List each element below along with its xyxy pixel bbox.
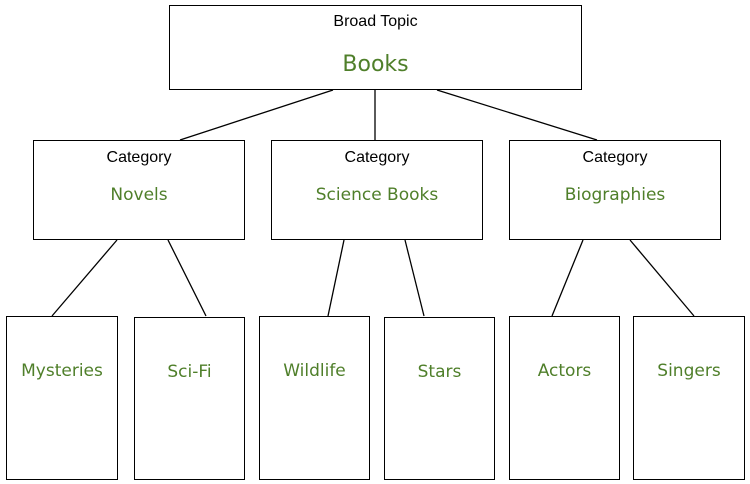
category-heading: Category <box>582 149 648 166</box>
subtopic-name-scifi: Sci-Fi <box>167 362 212 382</box>
category-heading: Category <box>106 149 172 166</box>
category-box-science-books: Category Science Books <box>271 140 483 240</box>
category-name-science-books: Science Books <box>315 185 439 205</box>
category-heading: Category <box>344 149 410 166</box>
subtopic-name-singers: Singers <box>657 361 721 381</box>
subtopic-name-actors: Actors <box>537 361 592 381</box>
subtopic-name-wildlife: Wildlife <box>283 361 346 381</box>
category-box-novels: Category Novels <box>33 140 245 240</box>
subtopic-box-singers: Singers <box>633 316 745 480</box>
subtopic-box-actors: Actors <box>509 316 620 480</box>
connector-books-biographies <box>436 89 598 141</box>
connector-biographies-singers <box>629 239 695 317</box>
connector-novels-mysteries <box>51 239 118 317</box>
category-name-novels: Novels <box>110 185 168 205</box>
subtopic-box-wildlife: Wildlife <box>259 316 370 480</box>
category-name-biographies: Biographies <box>564 185 666 205</box>
root-node-box: Broad Topic Books <box>169 5 582 90</box>
category-box-biographies: Category Biographies <box>509 140 721 240</box>
subtopic-box-scifi: Sci-Fi <box>134 317 245 480</box>
connector-novels-scifi <box>167 239 207 317</box>
connector-science-stars <box>404 239 425 317</box>
subtopic-box-mysteries: Mysteries <box>6 316 118 480</box>
root-heading: Broad Topic <box>333 13 418 30</box>
subtopic-name-stars: Stars <box>417 362 462 382</box>
connector-books-novels <box>179 89 334 141</box>
subtopic-name-mysteries: Mysteries <box>21 361 103 381</box>
root-topic-name: Books <box>342 52 409 77</box>
connector-science-wildlife <box>327 239 345 317</box>
connector-biographies-actors <box>551 239 584 317</box>
subtopic-box-stars: Stars <box>384 317 495 480</box>
